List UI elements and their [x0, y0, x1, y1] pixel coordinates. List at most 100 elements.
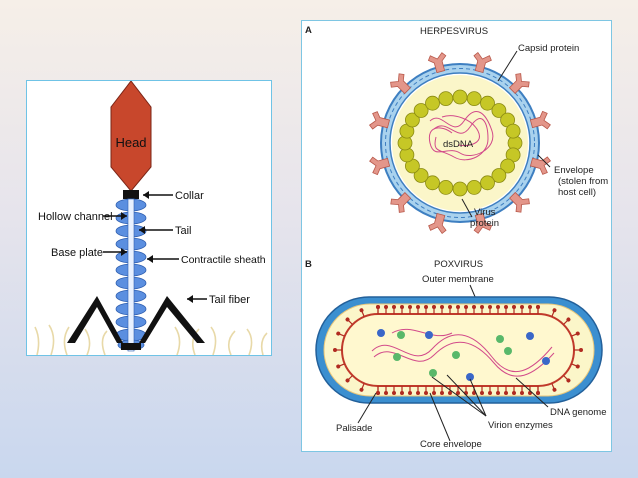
- palisade-spike: [440, 386, 444, 395]
- palisade-spike: [400, 386, 404, 395]
- palisade-spike: [528, 305, 532, 314]
- capsid-protein-label: Capsid protein: [518, 43, 579, 54]
- palisade-spikes: [333, 305, 583, 395]
- virus-protein-spike: [473, 51, 492, 74]
- capsid-bead: [466, 91, 482, 106]
- virion-enzymes-label: Virion enzymes: [488, 420, 553, 431]
- palisade-spike: [392, 386, 396, 395]
- base-plate: [121, 343, 141, 350]
- palisade-spike: [512, 386, 516, 395]
- pox-panel-letter: B: [305, 259, 312, 270]
- capsid-bead: [438, 179, 454, 195]
- collar-label: Collar: [175, 190, 204, 202]
- palisade-spike: [400, 305, 404, 314]
- pox-core-envelope: [341, 313, 575, 387]
- palisade-spike: [456, 305, 460, 314]
- capsid-bead: [500, 158, 516, 174]
- palisade-spike: [464, 305, 468, 314]
- hollow-channel-label: Hollow channel: [38, 211, 113, 223]
- palisade-spike: [472, 305, 476, 314]
- palisade-spike: [359, 383, 365, 392]
- palisade-spike: [359, 308, 365, 317]
- palisade-spike: [376, 386, 380, 395]
- palisade-spike: [480, 305, 484, 314]
- pox-dna-genome: [371, 328, 555, 377]
- palisade-spike: [520, 305, 524, 314]
- palisade-spike: [384, 305, 388, 314]
- virus-structures-panel: A HERPESVIRUS dsDNA Capsid protein Envel…: [301, 20, 612, 452]
- capsid-bead: [413, 168, 429, 183]
- contractile-sheath-label: Contractile sheath: [181, 254, 266, 266]
- envelope-label-2: (stolen from: [558, 176, 608, 187]
- virus-protein-label: Virus: [474, 207, 496, 218]
- capsid-bead: [480, 95, 495, 111]
- palisade-spike: [424, 386, 428, 395]
- virion-enzymes: [377, 329, 550, 381]
- virus-protein-spike: [529, 110, 551, 130]
- palisade-spike: [520, 386, 524, 395]
- head-label: Head: [115, 135, 146, 150]
- virus-protein-spike: [508, 73, 530, 94]
- herpes-panel-letter: A: [305, 25, 312, 36]
- capsid-bead: [466, 179, 482, 195]
- capsid-bead: [491, 168, 507, 183]
- capsid-bead: [413, 103, 429, 118]
- palisade-spike: [488, 305, 492, 314]
- virus-protein-spike: [509, 191, 530, 213]
- capsid-bead: [480, 175, 495, 191]
- virus-protein-spike: [473, 212, 493, 234]
- palisade-spike: [392, 305, 396, 314]
- palisade-spike: [496, 305, 500, 314]
- capsid-bead: [505, 123, 521, 139]
- palisade-spike: [416, 386, 420, 395]
- bacteriophage-diagram: Head: [34, 81, 268, 355]
- envelope-label: Envelope: [554, 165, 594, 176]
- palisade-spike: [536, 386, 540, 395]
- palisade-spike: [336, 331, 345, 337]
- tail-fiber-right: [139, 296, 205, 343]
- palisade-spike: [345, 317, 353, 325]
- capsid-ring: [397, 89, 523, 197]
- virus-protein-spike: [390, 192, 412, 213]
- palisade-spike: [440, 305, 444, 314]
- palisade-spike: [448, 305, 452, 314]
- dsdna-label: dsDNA: [443, 139, 474, 150]
- virus-structures-diagram: A HERPESVIRUS dsDNA Capsid protein Envel…: [305, 25, 608, 450]
- palisade-spike: [408, 386, 412, 395]
- capsid-bead: [438, 91, 454, 106]
- tail-label: Tail: [175, 225, 192, 237]
- virus-protein-spike: [369, 156, 391, 176]
- palisade-spike: [571, 363, 580, 369]
- virus-protein-spike: [428, 212, 447, 235]
- palisade-spike: [424, 305, 428, 314]
- palisade-spike: [504, 386, 508, 395]
- palisade-spike: [480, 386, 484, 395]
- palisade-spike: [416, 305, 420, 314]
- palisade-spike: [488, 386, 492, 395]
- virus-protein-spikes: [368, 51, 552, 235]
- palisade-spike: [512, 305, 516, 314]
- virus-protein-spike: [529, 156, 552, 175]
- phage-collar: [123, 190, 139, 199]
- palisade-label: Palisade: [336, 423, 372, 434]
- capsid-bead: [425, 175, 440, 191]
- palisade-spike: [496, 386, 500, 395]
- capsid-bead: [452, 89, 468, 105]
- virus-protein-label-2: protein: [470, 218, 499, 229]
- palisade-spike: [408, 305, 412, 314]
- palisade-spike: [432, 305, 436, 314]
- herpes-dsdna: [428, 111, 494, 161]
- palisade-spike: [571, 331, 580, 337]
- bacteriophage-panel: Head: [26, 80, 272, 356]
- palisade-spike: [432, 386, 436, 395]
- base-plate-label: Base plate: [51, 247, 103, 259]
- capsid-bead: [405, 112, 420, 128]
- tail-fiber-label: Tail fiber: [209, 294, 250, 306]
- palisade-spike: [551, 308, 557, 317]
- capsid-bead: [452, 181, 468, 197]
- palisade-spike: [336, 363, 345, 369]
- palisade-spike: [574, 348, 583, 352]
- envelope-label-3: host cell): [558, 187, 596, 198]
- virus-protein-spike: [390, 73, 411, 95]
- virus-protein-spike: [427, 52, 447, 74]
